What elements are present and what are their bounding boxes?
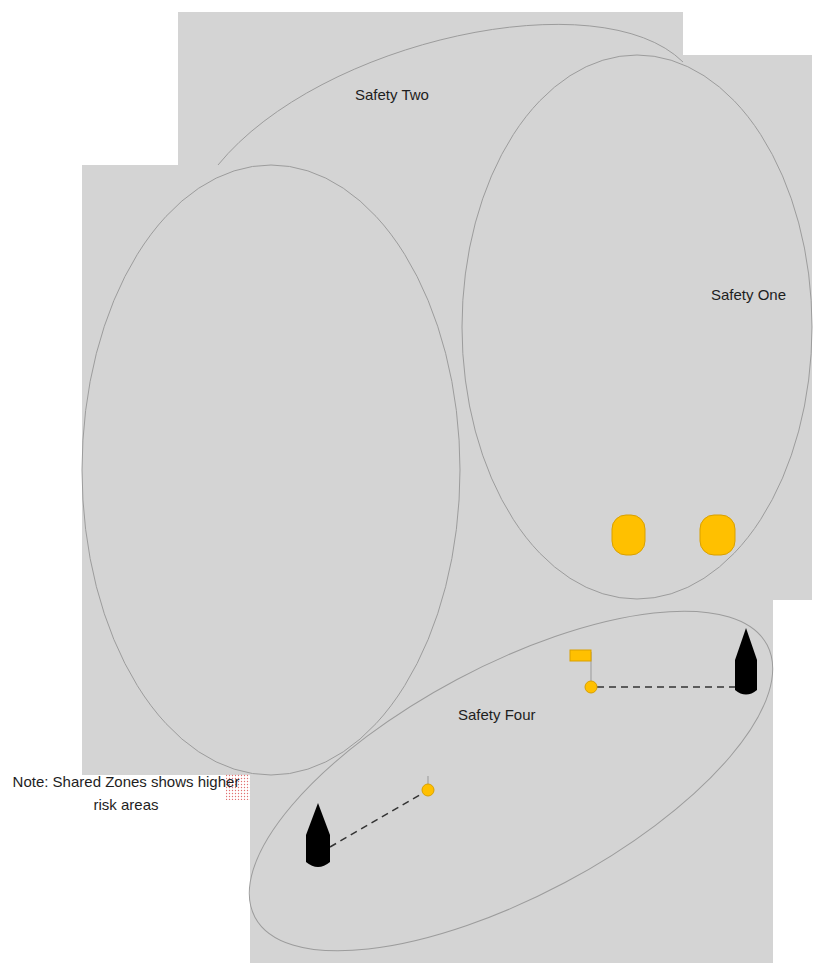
zone-outline-path (218, 24, 683, 165)
note-text: Note: Shared Zones shows higher risk are… (8, 770, 244, 816)
upper-boat-group (570, 628, 757, 695)
unnamed-zone (82, 165, 460, 775)
yellow-markers (612, 515, 735, 555)
zone-label: Safety One (711, 286, 786, 304)
lower-boat-group (306, 776, 434, 867)
zone-outline: Safety Two (178, 10, 688, 340)
zone-outline-path (201, 543, 817, 963)
zone-outline-svg (178, 10, 688, 340)
zone-label: Safety Four (458, 706, 536, 724)
zone-label: Safety Two (355, 86, 429, 104)
zone-ellipse: Safety One (462, 55, 812, 600)
zone-outline-path (462, 55, 812, 599)
zone-outline-svg (462, 55, 812, 600)
grey-ground (82, 12, 812, 963)
zone-outline-svg (249, 611, 773, 951)
zone-ellipse: Safety Four (249, 611, 773, 951)
